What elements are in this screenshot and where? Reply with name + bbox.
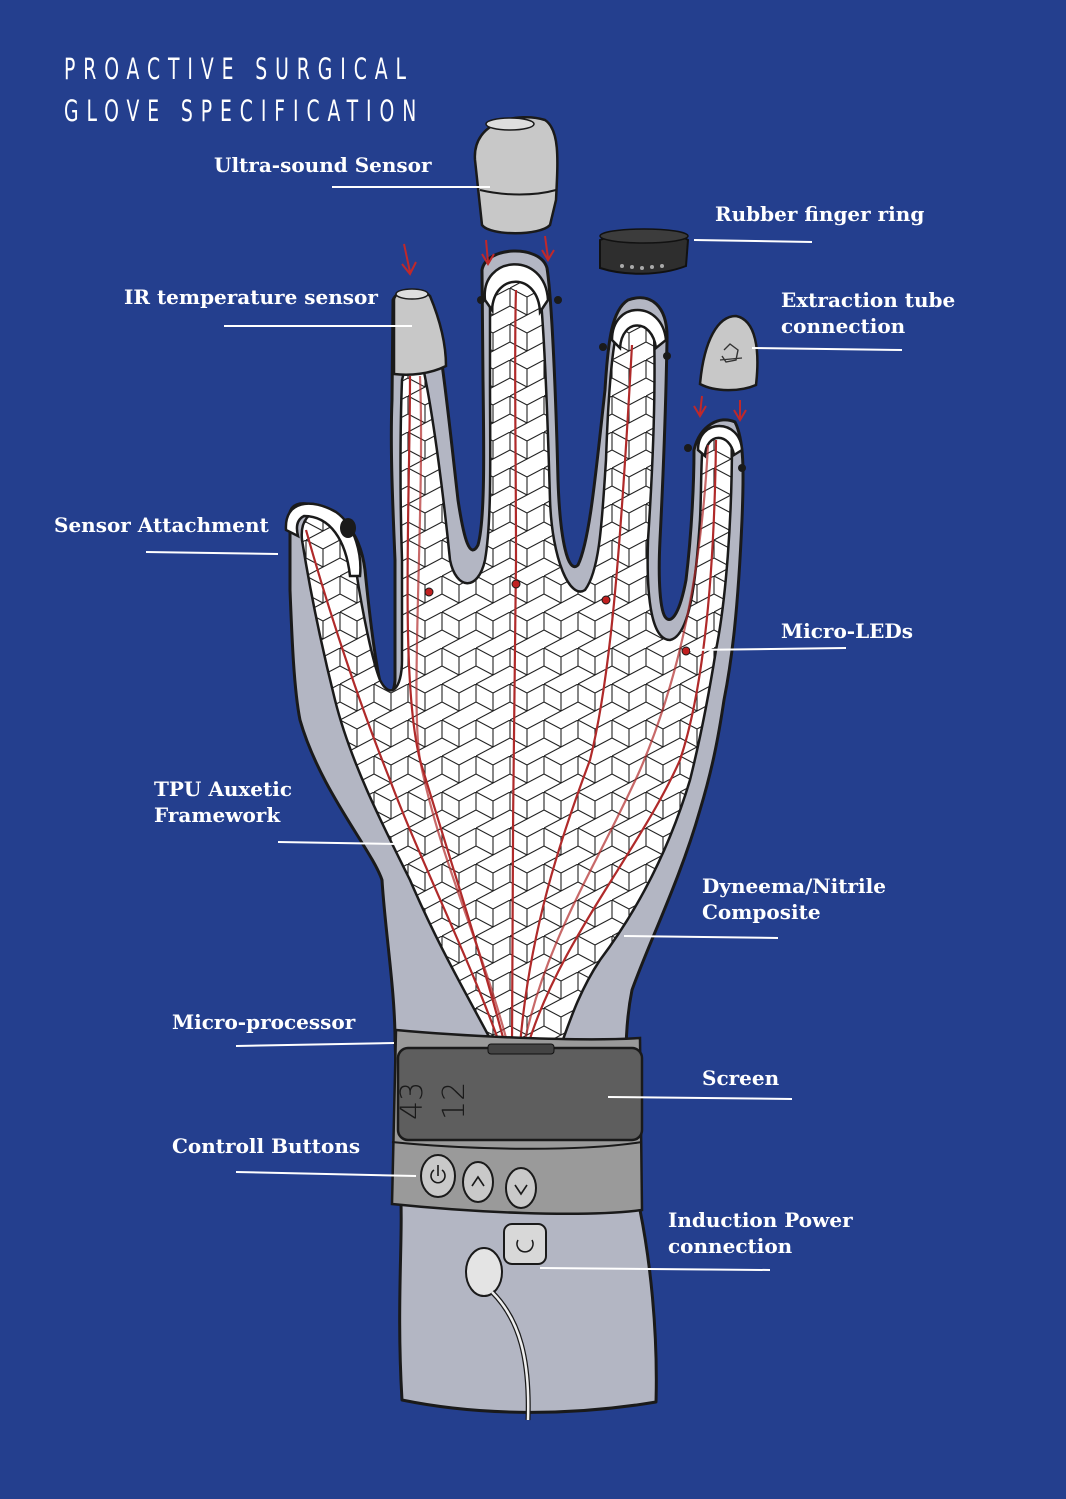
- label-microprocessor: Micro-processor: [172, 1010, 356, 1034]
- micro-leds: [424, 579, 691, 656]
- control-buttons: [420, 1154, 537, 1209]
- connector-pins: [487, 1043, 555, 1055]
- micro-led: [424, 587, 434, 597]
- power-icon[interactable]: [420, 1154, 456, 1198]
- micro-led: [511, 579, 521, 589]
- chevron-up-icon[interactable]: [462, 1161, 494, 1203]
- label-dyneema-line2: Composite: [702, 900, 821, 924]
- label-tpu-auxetic-line1: TPU Auxetic: [154, 777, 293, 801]
- leader-lines: [145, 186, 903, 1271]
- readout-line-2: 12: [437, 1082, 472, 1120]
- label-ir-temperature-sensor: IR temperature sensor: [124, 285, 378, 309]
- title-line-1: PROACTIVE SURGICAL: [64, 52, 414, 86]
- induction-plug: [465, 1247, 503, 1297]
- ultrasound-sensor: [473, 116, 559, 235]
- label-ultrasound-sensor: Ultra-sound Sensor: [214, 153, 432, 177]
- screen-readout: 43 12: [395, 1082, 472, 1120]
- label-dyneema-line1: Dyneema/Nitrile: [702, 874, 886, 898]
- label-induction-line2: connection: [668, 1234, 793, 1258]
- induction-coil-icon: [465, 1223, 547, 1421]
- chevron-down-icon[interactable]: [505, 1167, 537, 1209]
- label-extraction-tube-line1: Extraction tube: [781, 288, 956, 312]
- label-dyneema: Dyneema/Nitrile Composite: [702, 873, 886, 925]
- label-extraction-tube: Extraction tube connection: [781, 287, 955, 339]
- screen: [396, 1046, 644, 1142]
- label-induction-line1: Induction Power: [668, 1208, 853, 1232]
- label-extraction-tube-line2: connection: [781, 314, 906, 338]
- rubber-finger-ring: [599, 228, 690, 275]
- label-induction-power: Induction Power connection: [668, 1207, 853, 1259]
- micro-led: [601, 595, 611, 605]
- ir-temperature-sensor: [392, 288, 448, 376]
- label-rubber-finger-ring: Rubber finger ring: [715, 202, 925, 226]
- micro-led: [681, 646, 691, 656]
- label-sensor-attachment: Sensor Attachment: [54, 513, 269, 537]
- label-tpu-auxetic-line2: Framework: [154, 803, 281, 827]
- readout-line-1: 43: [395, 1082, 430, 1120]
- page-title: PROACTIVE SURGICAL GLOVE SPECIFICATION: [64, 48, 424, 132]
- label-micro-leds: Micro-LEDs: [781, 619, 914, 643]
- label-tpu-auxetic: TPU Auxetic Framework: [154, 776, 292, 828]
- title-line-2: GLOVE SPECIFICATION: [64, 94, 425, 128]
- attachment-arrows: [401, 235, 747, 422]
- extraction-tube-cap: [698, 314, 759, 392]
- embedded-wiring: [304, 289, 718, 1046]
- label-screen: Screen: [702, 1066, 780, 1090]
- label-control-buttons: Controll Buttons: [172, 1134, 361, 1158]
- fingertip-contacts: [340, 296, 746, 538]
